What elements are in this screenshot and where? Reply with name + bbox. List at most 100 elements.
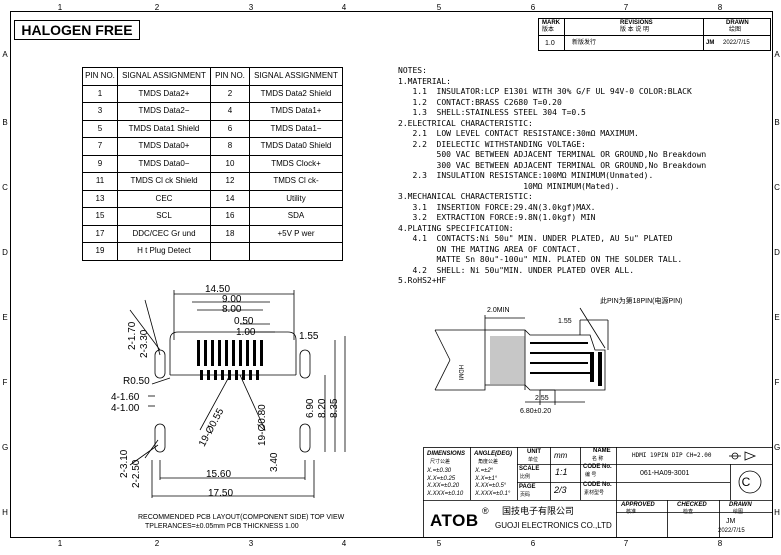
pcb-pad [214,370,217,380]
revisions-grid [538,18,771,51]
halogen-free-label: HALOGEN FREE [14,20,140,40]
note-line: 2.1 LOW LEVEL CONTACT RESISTANCE:30mΩ MA… [398,129,639,138]
pcb-caption-1: RECOMMENDED PCB LAYOUT(COMPONENT SIDE) T… [138,514,345,521]
rev-drawn-label: DRAWN [726,20,749,26]
zone-label-bottom: 4 [341,539,347,548]
pcb-pad [260,340,263,366]
tb-code: 061-HA09-3001 [640,470,690,477]
side-dim-3: 6.80±0.20 [520,408,552,415]
pin-table-header-cell: PIN NO. [82,67,118,86]
tolerance-angle: X.X=±1° [475,475,498,482]
pcb-dim-right-0: 1.55 [299,331,319,342]
tb-code-cn: 编 号 [585,472,597,478]
rev-drawn-cn: 绘图 [729,27,742,33]
pcb-dim-right-3: 8.35 [329,398,340,418]
pin-table-cell: 13 [82,189,118,208]
pin-table-cell: 7 [82,137,118,156]
rev-mark-label: MARK [542,20,560,26]
pcb-pad [200,370,203,380]
pin-table-cell: 1 [82,84,118,103]
zone-label-left: F [2,378,8,387]
pcb-pad [211,340,214,366]
tb-page: 2/3 [554,485,567,495]
tb-code2-label: CODE No. [583,482,612,488]
tb-drawn-cn: 绘图 [733,509,744,515]
zone-label-left: D [2,248,8,257]
company-en: GUOJI ELECTRONICS CO.,LTD [495,521,612,530]
tb-approved-cn: 核准 [626,509,637,515]
tb-name-cn: 名 称 [592,456,604,462]
tb-name: HDMI 19PIN DIP CH=2.00 [632,452,712,459]
zone-label-top: 6 [530,3,536,12]
zone-label-left: H [2,508,8,517]
tolerance-angle: X.XXX=±0.1° [475,490,511,497]
pin-table-cell: 3 [82,102,118,121]
pin-table-cell: 2 [210,84,250,103]
pin-table-cell: 10 [210,154,250,173]
pin-table-cell: DDC/CEC Gr und [117,224,211,243]
zone-label-left: C [2,183,8,192]
tb-drawn: JM [726,518,736,525]
side-dim-1: 1.55 [558,318,572,325]
pin-table-cell: TMDS Data1− [249,119,343,138]
zone-label-right: A [774,50,780,59]
company-cn: 国技电子有限公司 [502,506,575,516]
pin-table-cell: 15 [82,207,118,226]
pin-table-cell: TMDS Data0− [117,154,211,173]
zone-label-top: 3 [248,3,254,12]
rev-desc: 新版发行 [572,40,597,46]
pin-table-header-cell: PIN NO. [210,67,250,86]
pin-table-cell: 11 [82,172,118,191]
note-line: 1.MATERIAL: [398,76,451,86]
pcb-dim-left-2: R0.50 [123,376,150,387]
pcb-dim-other-0: 3.40 [269,452,280,472]
pcb-dim-left-1: 2-3.30 [139,329,150,358]
zone-label-left: G [2,443,9,452]
tb-scale-label: SCALE [519,466,540,472]
zone-label-top: 4 [341,3,347,12]
pin-table-cell: 17 [82,224,118,243]
zone-label-right: D [774,248,780,257]
pin-table-cell: 18 [210,224,250,243]
rev-label: REVISIONS [620,20,653,26]
revisions-block: MARK 版本 REVISIONS 版 本 说 明 DRAWN 绘图 1.0 新… [538,18,771,51]
pcb-caption-2: TPLERANCES=±0.05mm PCB THICKNESS 1.00 [145,523,299,530]
side-view-drawing [434,307,609,405]
pcb-pad [253,340,256,366]
pin-table-cell: 12 [210,172,250,191]
pin-table-cell: Utility [249,189,343,208]
pin-table-cell: TMDS Cl ck- [249,172,343,191]
pcb-dim-bottom-1: 17.50 [208,488,234,499]
zone-label-bottom: 5 [436,539,442,548]
pin-table-cell: 19 [82,242,118,261]
pin-table-cell: TMDS Clock+ [249,154,343,173]
tb-name-label: NAME [593,448,611,454]
note-line: 1.2 CONTACT:BRASS C2680 T=0.20 [398,97,562,107]
zone-label-right: E [774,313,780,322]
tb-code2-cn: 素材型号 [584,490,605,496]
pcb-pad [239,340,242,366]
side-label: HDMI [457,365,463,381]
note-line: 2.3 INSULATION RESISTANCE:100MΩ MINIMUM(… [398,171,654,180]
tb-unit-cn: 单位 [528,457,539,463]
pcb-pad [228,370,231,380]
pin-table-header-cell: SIGNAL ASSIGNMENT [117,67,211,86]
pin-table-cell: TMDS Data1 Shield [117,119,211,138]
pcb-dim-diag-1: 19-Ø0.80 [257,404,268,446]
pin-table-cell: +5V P wer [249,224,343,243]
tolerance-dim: X.=±0.30 [427,468,452,474]
side-note: 此PIN为第18PIN(电源PIN) [600,298,683,305]
pin-table-cell: TMDS Data2+ [117,84,211,103]
tb-drawn-label: DRAWN [729,502,752,508]
tb-unit: mm [554,451,568,460]
pcb-pad [207,370,210,380]
pin-table-cell: H t Plug Detect [117,242,211,261]
pin-table-cell: TMDS Data0+ [117,137,211,156]
pin-table-cell: 4 [210,102,250,121]
note-line: 10MΩ MINIMUM(Mated). [398,181,620,191]
pcb-dim-top-0: 14.50 [205,284,231,295]
